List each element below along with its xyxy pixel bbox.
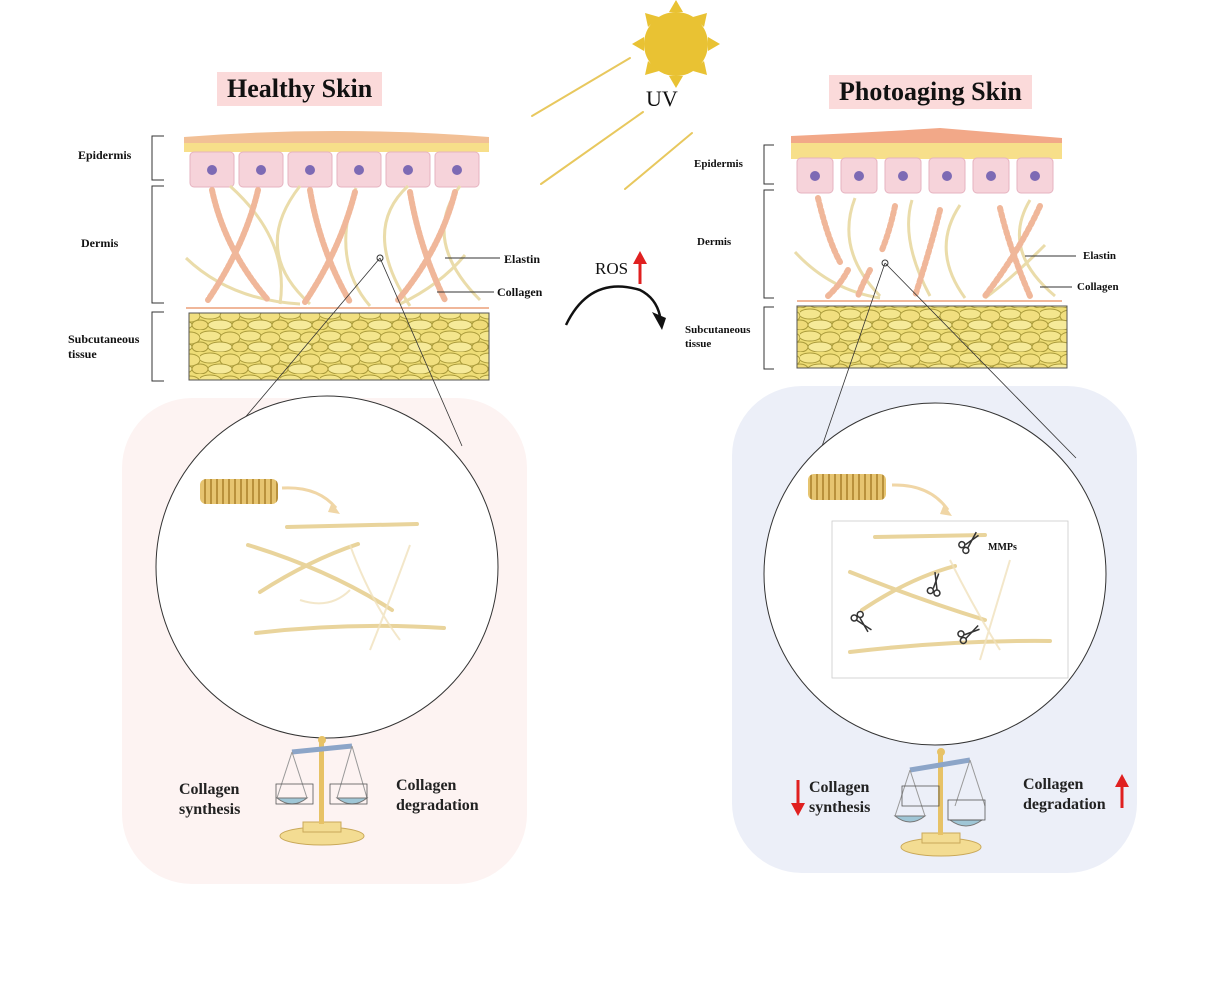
photo-elastin-fibers [815,195,1043,299]
healthy-dermis-label: Dermis [81,236,119,250]
healthy-subcutaneous-line2: tissue [68,347,97,361]
photo-subcutaneous-label: Subcutaneous tissue [685,323,750,351]
photo-subcutaneous-line2: tissue [685,338,712,350]
healthy-subcutaneous-label: Subcutaneous tissue [68,332,139,362]
photo-balance-scale-icon [893,748,986,857]
uv-rays [531,57,693,190]
healthy-synthesis-line2: synthesis [179,801,241,818]
healthy-epidermis-band [184,143,489,152]
healthy-collagen-fibers [184,184,482,307]
healthy-collagen-label: Collagen [497,285,543,299]
scissors-icon [850,531,980,645]
uv-label: UV [646,86,678,111]
synthesis-down-arrow-icon [791,780,805,816]
healthy-degradation-line1: Collagen [396,777,457,794]
healthy-skin-section [151,131,500,447]
healthy-magnified-view [155,395,499,739]
photo-epidermis-cells [796,157,1054,194]
photoaging-skin-section [763,128,1077,459]
photo-subcutaneous-line1: Subcutaneous [685,324,751,336]
photo-dermis-label: Dermis [697,236,732,248]
healthy-degradation-line2: degradation [396,797,479,814]
healthy-balance-scale-icon [275,736,369,846]
photo-subcutaneous-fat [796,305,1068,369]
photo-collagen-label: Collagen [1077,281,1119,293]
photo-collagen-degradation: Collagen degradation [1023,775,1106,815]
photo-epidermis-band [791,143,1062,159]
photo-degradation-line2: degradation [1023,796,1106,813]
healthy-subcutaneous-line1: Subcutaneous [68,332,140,346]
healthy-collagen-degradation: Collagen degradation [396,776,479,816]
photo-degradation-line1: Collagen [1023,776,1084,793]
healthy-epidermis-label: Epidermis [78,148,132,162]
photo-collagen-synthesis: Collagen synthesis [809,778,870,818]
mmps-label: MMPs [988,542,1017,553]
sun-icon [632,0,720,88]
healthy-collagen-synthesis: Collagen synthesis [179,780,240,820]
ros-label: ROS [595,259,629,278]
healthy-synthesis-line1: Collagen [179,781,240,798]
collagen-fibril-icon [200,479,278,504]
photoaging-magnified-view [763,402,1107,746]
ros-up-arrow-icon [633,251,647,284]
photo-synthesis-line2: synthesis [809,799,871,816]
curved-arrow-icon [564,285,662,326]
healthy-epidermis-cells [189,151,480,188]
healthy-skin-title: Healthy Skin [217,72,383,106]
curved-arrow-head [652,312,666,330]
degradation-up-arrow-icon [1115,774,1129,808]
healthy-subcutaneous-fat [188,312,490,381]
photoaging-skin-title: Photoaging Skin [829,75,1032,109]
photo-synthesis-line1: Collagen [809,779,870,796]
photo-elastin-label: Elastin [1083,250,1117,262]
photo-epidermis-top [791,128,1062,145]
photo-epidermis-label: Epidermis [694,158,743,170]
collagen-fibril-icon-photo [808,474,886,500]
healthy-epidermis-top [184,131,489,146]
healthy-elastin-label: Elastin [504,252,541,266]
healthy-elastin-fibers [205,187,458,305]
